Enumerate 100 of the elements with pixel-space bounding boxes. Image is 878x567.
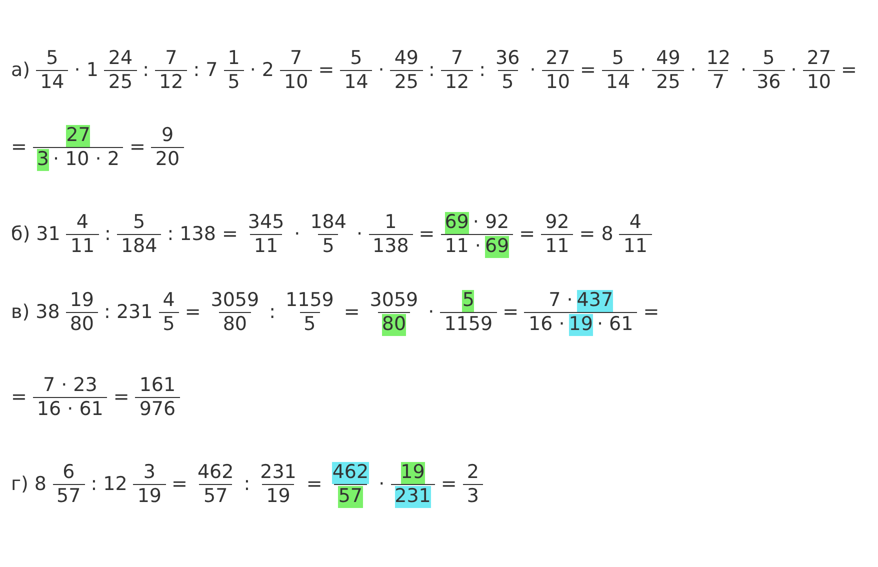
denominator: 16 · 61	[36, 398, 104, 421]
math-text: ·	[640, 60, 646, 82]
numerator: 92	[545, 212, 570, 234]
denominator: 16 ·	[528, 314, 565, 336]
math-text: : 7	[193, 60, 218, 82]
numerator: 161	[139, 375, 176, 397]
numerator: 462	[197, 462, 234, 484]
math-text: :	[104, 224, 111, 246]
numerator: 5	[46, 48, 58, 70]
numerator: 27	[806, 48, 831, 70]
numerator: 437	[576, 290, 614, 312]
denominator: 25	[656, 72, 680, 94]
denominator: 5	[304, 314, 316, 336]
denominator: 14	[40, 72, 64, 94]
math-text: :	[479, 60, 486, 82]
denominator: 12	[159, 72, 184, 94]
denominator: 138	[372, 236, 409, 258]
denominator: 11 ·	[444, 236, 481, 258]
math-text: =	[502, 302, 518, 324]
math-text: =	[643, 302, 660, 324]
denominator: 57	[56, 486, 81, 508]
numerator: 4	[629, 212, 642, 234]
denominator: 25	[108, 72, 133, 94]
numerator: 5	[612, 48, 624, 70]
denominator: 80	[222, 314, 248, 336]
numerator: 1	[384, 212, 397, 234]
math-text: =	[306, 474, 322, 496]
math-text: = 8	[579, 224, 614, 246]
numerator: 19	[70, 290, 94, 312]
numerator: 49	[656, 48, 680, 70]
math-text: ·	[690, 60, 696, 82]
numerator: 231	[260, 462, 296, 484]
numerator: 462	[332, 462, 369, 484]
denominator: 3	[466, 486, 479, 508]
numerator: 5	[133, 212, 146, 234]
numerator: 1	[228, 48, 240, 70]
denominator: 19	[137, 486, 162, 508]
numerator: 24	[108, 48, 133, 70]
math-text: =	[113, 386, 130, 409]
math-text: в) 38	[11, 302, 60, 324]
numerator: 27	[66, 125, 90, 147]
denominator: 69	[484, 236, 510, 258]
numerator: 7 · 23	[42, 375, 98, 397]
numerator: 7	[165, 48, 178, 70]
numerator: 1159	[286, 290, 334, 312]
math-text: =	[184, 302, 201, 324]
numerator: 184	[310, 212, 346, 234]
math-text: б) 31	[11, 224, 60, 246]
numerator: 4	[162, 290, 175, 312]
math-text: а)	[11, 60, 30, 82]
denominator: 231	[394, 486, 431, 508]
denominator: 11	[545, 236, 570, 258]
denominator: 3	[36, 148, 50, 171]
numerator: 345	[248, 212, 284, 234]
denominator: 11	[254, 236, 278, 258]
denominator: 20	[155, 148, 180, 171]
math-text: г) 8	[11, 474, 47, 496]
denominator: 976	[139, 398, 176, 421]
numerator: 69	[444, 212, 469, 234]
denominator: 7	[712, 72, 724, 94]
denominator: 10	[284, 72, 308, 94]
numerator: 7 ·	[548, 290, 573, 312]
denominator: 57	[338, 486, 363, 508]
math-text: : 138 =	[167, 224, 238, 246]
math-text: =	[841, 60, 857, 82]
numerator: 49	[394, 48, 419, 70]
denominator: 11	[623, 236, 648, 258]
numerator: 5	[350, 48, 362, 70]
math-text: :	[244, 474, 250, 496]
math-text: :	[142, 60, 150, 82]
numerator: 3059	[210, 290, 260, 312]
math-text: ·	[356, 224, 363, 246]
numerator: 6	[62, 462, 75, 484]
denominator: 36	[756, 72, 781, 94]
denominator: 25	[394, 72, 419, 94]
numerator: 19	[400, 462, 425, 484]
denominator: 10	[806, 72, 831, 94]
math-text: ·	[790, 60, 797, 82]
math-text: =	[580, 60, 596, 82]
denominator: 19	[568, 314, 593, 336]
denominator: 184	[120, 236, 158, 258]
denominator: 5	[162, 314, 175, 336]
math-text: · 2	[250, 60, 274, 82]
denominator: 5	[228, 72, 240, 94]
denominator: 10	[546, 72, 570, 94]
numerator: · 92	[472, 212, 510, 234]
math-text: ·	[378, 60, 384, 82]
denominator: 5	[502, 72, 514, 94]
numerator: 7	[450, 48, 464, 70]
math-text: ·	[530, 60, 536, 82]
denominator: 19	[266, 486, 290, 508]
math-text: =	[318, 60, 334, 82]
denominator: 5	[322, 236, 334, 258]
numerator: 7	[290, 48, 302, 70]
numerator: 5	[762, 48, 775, 70]
denominator: 80	[382, 314, 406, 336]
math-text: : 12	[90, 474, 128, 496]
math-text: =	[519, 224, 536, 246]
numerator: 3	[143, 462, 156, 484]
math-text: ·	[740, 60, 747, 82]
